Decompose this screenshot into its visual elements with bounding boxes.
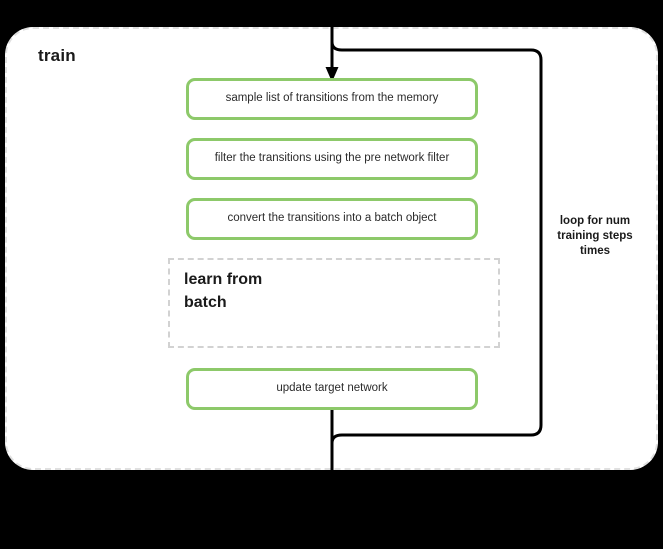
step-label: convert the transitions into a batch obj… [227, 212, 437, 225]
step-box-convert[interactable]: convert the transitions into a batch obj… [186, 198, 478, 240]
loop-annotation-label: loop for num training steps times [557, 215, 633, 258]
step-box-filter[interactable]: filter the transitions using the pre net… [186, 138, 478, 180]
step-box-update-target-network[interactable]: update target network [186, 368, 478, 410]
group-learn-from-batch[interactable]: learn from batch [168, 258, 500, 348]
page-title: train [38, 46, 76, 65]
step-label: filter the transitions using the pre net… [214, 152, 450, 165]
step-label: update target network [276, 382, 388, 395]
step-box-sample[interactable]: sample list of transitions from the memo… [186, 78, 478, 120]
step-label: sample list of transitions from the memo… [225, 92, 439, 105]
group-title: learn from batch [184, 271, 263, 311]
